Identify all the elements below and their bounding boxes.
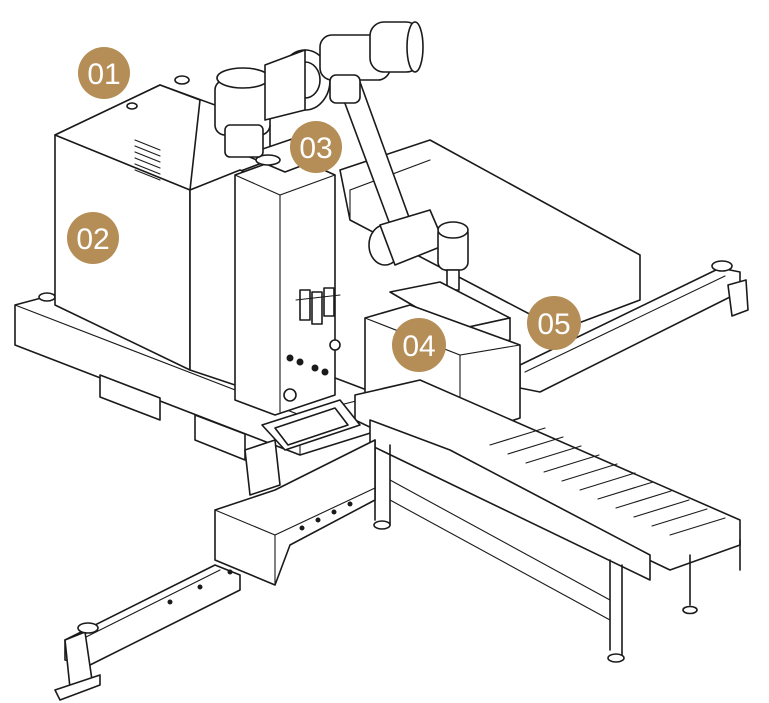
callout-badge-03: 03	[290, 121, 342, 173]
callout-badge-02: 02	[67, 212, 119, 264]
right-rail	[519, 260, 749, 393]
callout-badge-04: 04	[392, 318, 446, 372]
gripper-tray	[261, 399, 361, 451]
badge-label-03: 03	[299, 132, 332, 165]
pallet-platform	[339, 139, 641, 331]
callout-badge-05: 05	[527, 296, 581, 350]
left-rail	[54, 439, 376, 701]
badge-label-01: 01	[87, 58, 120, 91]
badge-label-02: 02	[76, 223, 109, 256]
robot-arm	[214, 21, 469, 320]
badge-label-04: 04	[402, 330, 435, 363]
pneumatic-valve	[295, 287, 341, 325]
roller-conveyor	[354, 379, 741, 663]
callout-badge-01: 01	[78, 47, 130, 99]
vent-grille	[134, 139, 161, 181]
badge-label-05: 05	[537, 308, 570, 341]
rollers	[489, 427, 726, 536]
robot-column	[189, 137, 341, 416]
